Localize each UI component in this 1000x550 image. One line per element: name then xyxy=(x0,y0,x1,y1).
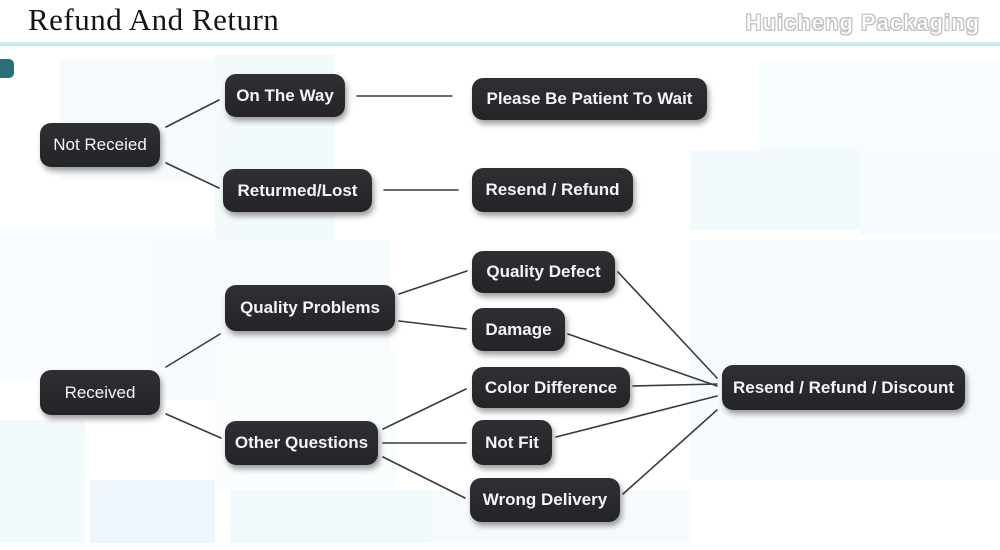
node-received: Received xyxy=(40,370,160,415)
connector-line xyxy=(567,333,718,387)
connector-line xyxy=(165,162,220,189)
node-resend-refund: Resend / Refund xyxy=(472,168,633,212)
node-resend-refund-discount: Resend / Refund / Discount xyxy=(722,365,965,410)
node-returmed-lost: Returmed/Lost xyxy=(223,169,372,212)
node-damage: Damage xyxy=(472,308,565,351)
node-quality-defect: Quality Defect xyxy=(472,251,615,293)
node-quality-problems: Quality Problems xyxy=(225,285,395,331)
node-not-fit: Not Fit xyxy=(472,420,552,465)
connector-line xyxy=(165,413,222,439)
connector-line xyxy=(165,99,220,128)
node-please-be-patient: Please Be Patient To Wait xyxy=(472,78,707,120)
connector-line xyxy=(555,395,718,438)
connector-line xyxy=(398,270,468,295)
brand-wordmark: Huicheng Packaging xyxy=(745,10,980,36)
teal-corner-accent xyxy=(0,59,14,78)
connector-line xyxy=(165,333,221,368)
page-title: Refund And Return xyxy=(28,2,280,37)
node-on-the-way: On The Way xyxy=(225,74,345,117)
connector-line xyxy=(382,456,466,499)
connector-line xyxy=(382,388,467,430)
header-divider xyxy=(0,42,1000,46)
node-wrong-delivery: Wrong Delivery xyxy=(470,478,620,522)
connector-line xyxy=(617,271,718,379)
connector-line xyxy=(622,409,718,495)
node-other-questions: Other Questions xyxy=(225,421,378,465)
connector-line xyxy=(632,383,718,387)
node-not-receied: Not Receied xyxy=(40,123,160,167)
connector-line xyxy=(398,320,467,330)
node-color-difference: Color Difference xyxy=(472,367,630,408)
